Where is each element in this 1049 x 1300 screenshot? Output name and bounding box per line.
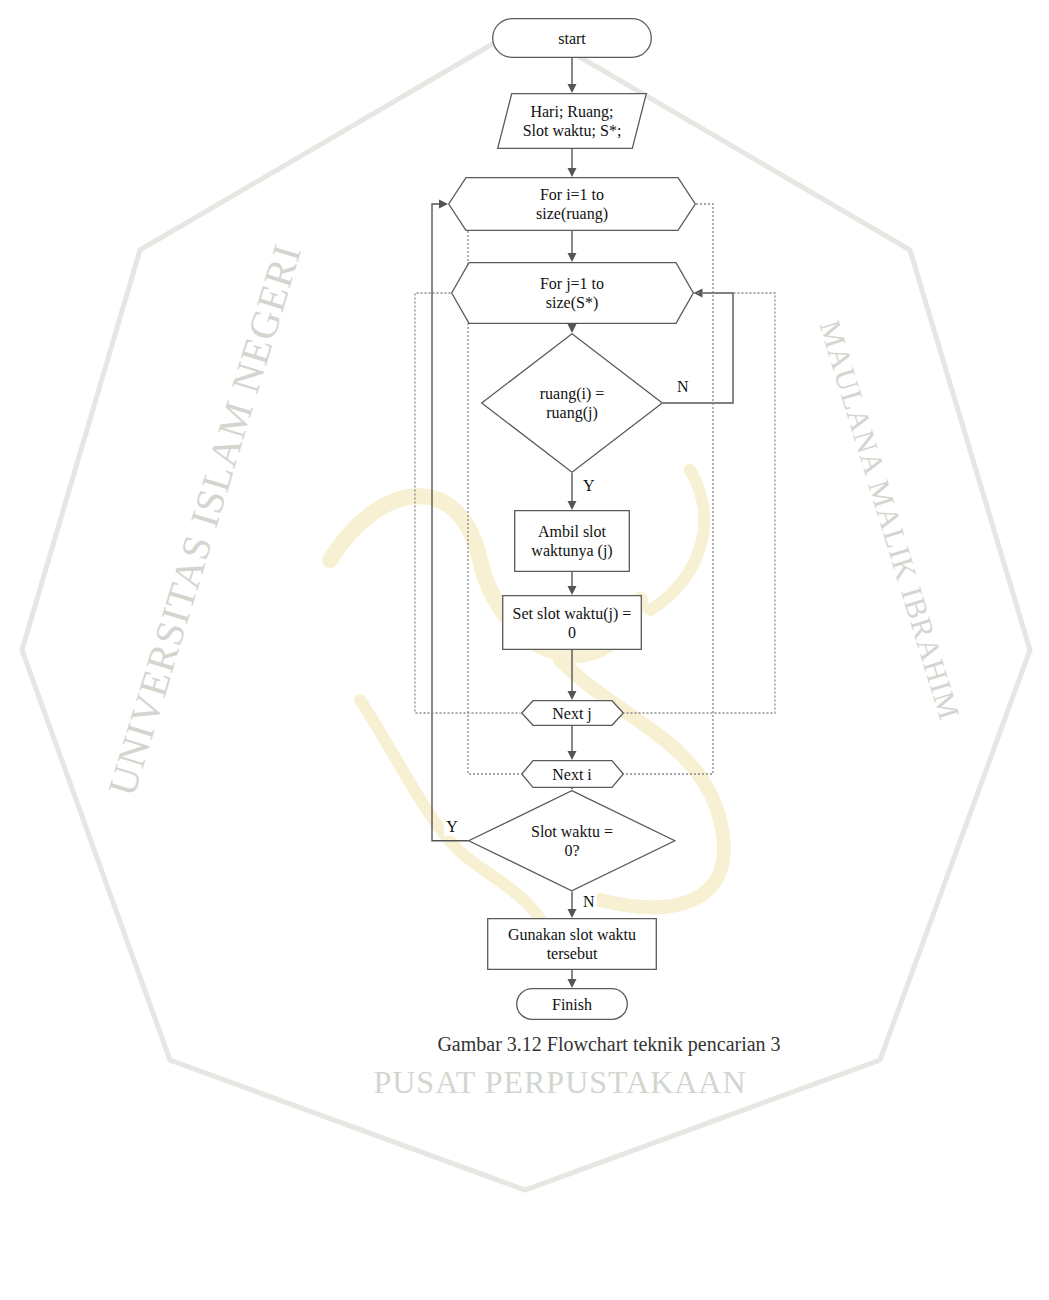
node-outline bbox=[448, 177, 696, 231]
arrowhead bbox=[568, 168, 577, 177]
loop-end-hexagon: Next i bbox=[521, 760, 624, 788]
arrowhead bbox=[568, 501, 577, 510]
connector-line bbox=[571, 473, 572, 503]
arrowhead bbox=[568, 84, 577, 93]
connector-line bbox=[415, 293, 521, 713]
node-outline-path bbox=[493, 19, 652, 58]
start-terminal: start bbox=[492, 18, 652, 58]
node-text: Ambil slot waktunya (j) bbox=[522, 522, 622, 560]
watermark-text: PUSAT PERPUSTAKAAN bbox=[373, 1064, 746, 1101]
text-block: Set slot waktu(j) = 0 bbox=[509, 604, 635, 642]
node-text: Next j bbox=[552, 704, 592, 723]
text-block: For i=1 to size(ruang) bbox=[527, 185, 617, 223]
branch-label: N bbox=[581, 893, 597, 911]
decision-diamond: ruang(i) = ruang(j) bbox=[481, 333, 663, 473]
flow-arrow bbox=[568, 726, 577, 760]
arrowhead bbox=[568, 979, 577, 988]
process-box: Gunakan slot waktu tersebut bbox=[487, 918, 657, 970]
node-text: start bbox=[558, 29, 586, 48]
node-text: For i=1 to size(ruang) bbox=[527, 185, 617, 223]
loop-bracket-line bbox=[624, 293, 776, 713]
arrowhead bbox=[568, 691, 577, 700]
loop-end-hexagon: Next j bbox=[521, 700, 624, 726]
node-outline bbox=[487, 918, 657, 970]
node-outline-path bbox=[515, 511, 630, 572]
text-block: ruang(i) = ruang(j) bbox=[528, 384, 615, 422]
node-outline-path bbox=[517, 989, 628, 1020]
input-parallelogram: Hari; Ruang; Slot waktu; S*; bbox=[497, 93, 647, 149]
node-outline-path bbox=[521, 761, 623, 788]
flow-arrow bbox=[568, 473, 577, 510]
node-outline bbox=[502, 595, 642, 650]
flow-arrow bbox=[568, 572, 577, 595]
connector-line bbox=[571, 572, 572, 588]
node-text: Finish bbox=[552, 995, 592, 1014]
node-text: Slot waktu = 0? bbox=[528, 822, 616, 860]
flow-arrow bbox=[568, 58, 577, 93]
node-text: Set slot waktu(j) = 0 bbox=[509, 604, 635, 642]
watermark-outline bbox=[22, 25, 1030, 1190]
arrowhead bbox=[568, 324, 577, 333]
watermark-text: UNIVERSITAS ISLAM NEGERI bbox=[99, 239, 311, 801]
flow-arrow bbox=[568, 324, 577, 333]
node-outline bbox=[481, 333, 663, 473]
connector-line bbox=[624, 293, 776, 713]
node-outline-path bbox=[451, 263, 693, 324]
loop-bracket-line bbox=[415, 293, 521, 713]
node-outline bbox=[451, 262, 694, 324]
text-block: Ambil slot waktunya (j) bbox=[522, 522, 622, 560]
node-text: Next i bbox=[552, 765, 592, 784]
connector-line bbox=[571, 891, 572, 911]
text-block: Gunakan slot waktu tersebut bbox=[497, 925, 647, 963]
node-text: ruang(i) = ruang(j) bbox=[528, 384, 615, 422]
text-block: Slot waktu = 0? bbox=[528, 822, 616, 860]
text-block: Next j bbox=[552, 704, 592, 723]
text-block: For j=1 to size(S*) bbox=[527, 274, 617, 312]
connector-line bbox=[571, 231, 572, 255]
connector-line bbox=[571, 58, 572, 86]
branch-label: Y bbox=[581, 477, 597, 495]
arrowhead bbox=[567, 909, 576, 918]
branch-label: Y bbox=[444, 818, 460, 836]
arrowhead bbox=[439, 200, 448, 209]
branch-label: N bbox=[675, 378, 691, 396]
connector-line bbox=[571, 650, 572, 693]
loop-hexagon: For j=1 to size(S*) bbox=[451, 262, 694, 324]
watermark-text: MAULANA MALIK IBRAHIM bbox=[812, 316, 967, 724]
flow-arrow bbox=[568, 231, 577, 262]
node-outline bbox=[514, 510, 630, 572]
node-outline-path bbox=[488, 919, 657, 970]
flow-arrow bbox=[568, 970, 577, 988]
connector-line bbox=[571, 726, 572, 753]
arrowhead bbox=[568, 586, 577, 595]
node-outline-path bbox=[469, 791, 675, 891]
flow-arrow bbox=[568, 650, 577, 700]
connector-line bbox=[571, 149, 572, 170]
node-text: For j=1 to size(S*) bbox=[527, 274, 617, 312]
text-block: Next i bbox=[552, 765, 592, 784]
node-outline-path bbox=[449, 178, 696, 231]
node-outline bbox=[468, 790, 676, 891]
node-outline bbox=[497, 93, 647, 149]
node-outline-path bbox=[498, 94, 647, 149]
node-outline-path bbox=[521, 701, 623, 726]
node-text: Hari; Ruang; Slot waktu; S*; bbox=[519, 102, 625, 140]
flow-arrow bbox=[567, 891, 576, 918]
arrowhead bbox=[568, 253, 577, 262]
text-block: start bbox=[558, 29, 586, 48]
process-box: Set slot waktu(j) = 0 bbox=[502, 595, 642, 650]
figure-caption: Gambar 3.12 Flowchart teknik pencarian 3 bbox=[209, 1033, 1009, 1055]
node-outline-path bbox=[482, 334, 663, 473]
text-block: Hari; Ruang; Slot waktu; S*; bbox=[519, 102, 625, 140]
node-text: Gunakan slot waktu tersebut bbox=[497, 925, 647, 963]
watermark-calligraphy bbox=[650, 470, 704, 610]
loop-hexagon: For i=1 to size(ruang) bbox=[448, 177, 696, 231]
node-outline-path bbox=[503, 596, 642, 650]
process-box: Ambil slot waktunya (j) bbox=[514, 510, 630, 572]
finish-terminal: Finish bbox=[516, 988, 628, 1020]
arrowhead bbox=[568, 751, 577, 760]
flow-arrow bbox=[568, 149, 577, 177]
decision-diamond: Slot waktu = 0? bbox=[468, 790, 676, 891]
text-block: Finish bbox=[552, 995, 592, 1014]
